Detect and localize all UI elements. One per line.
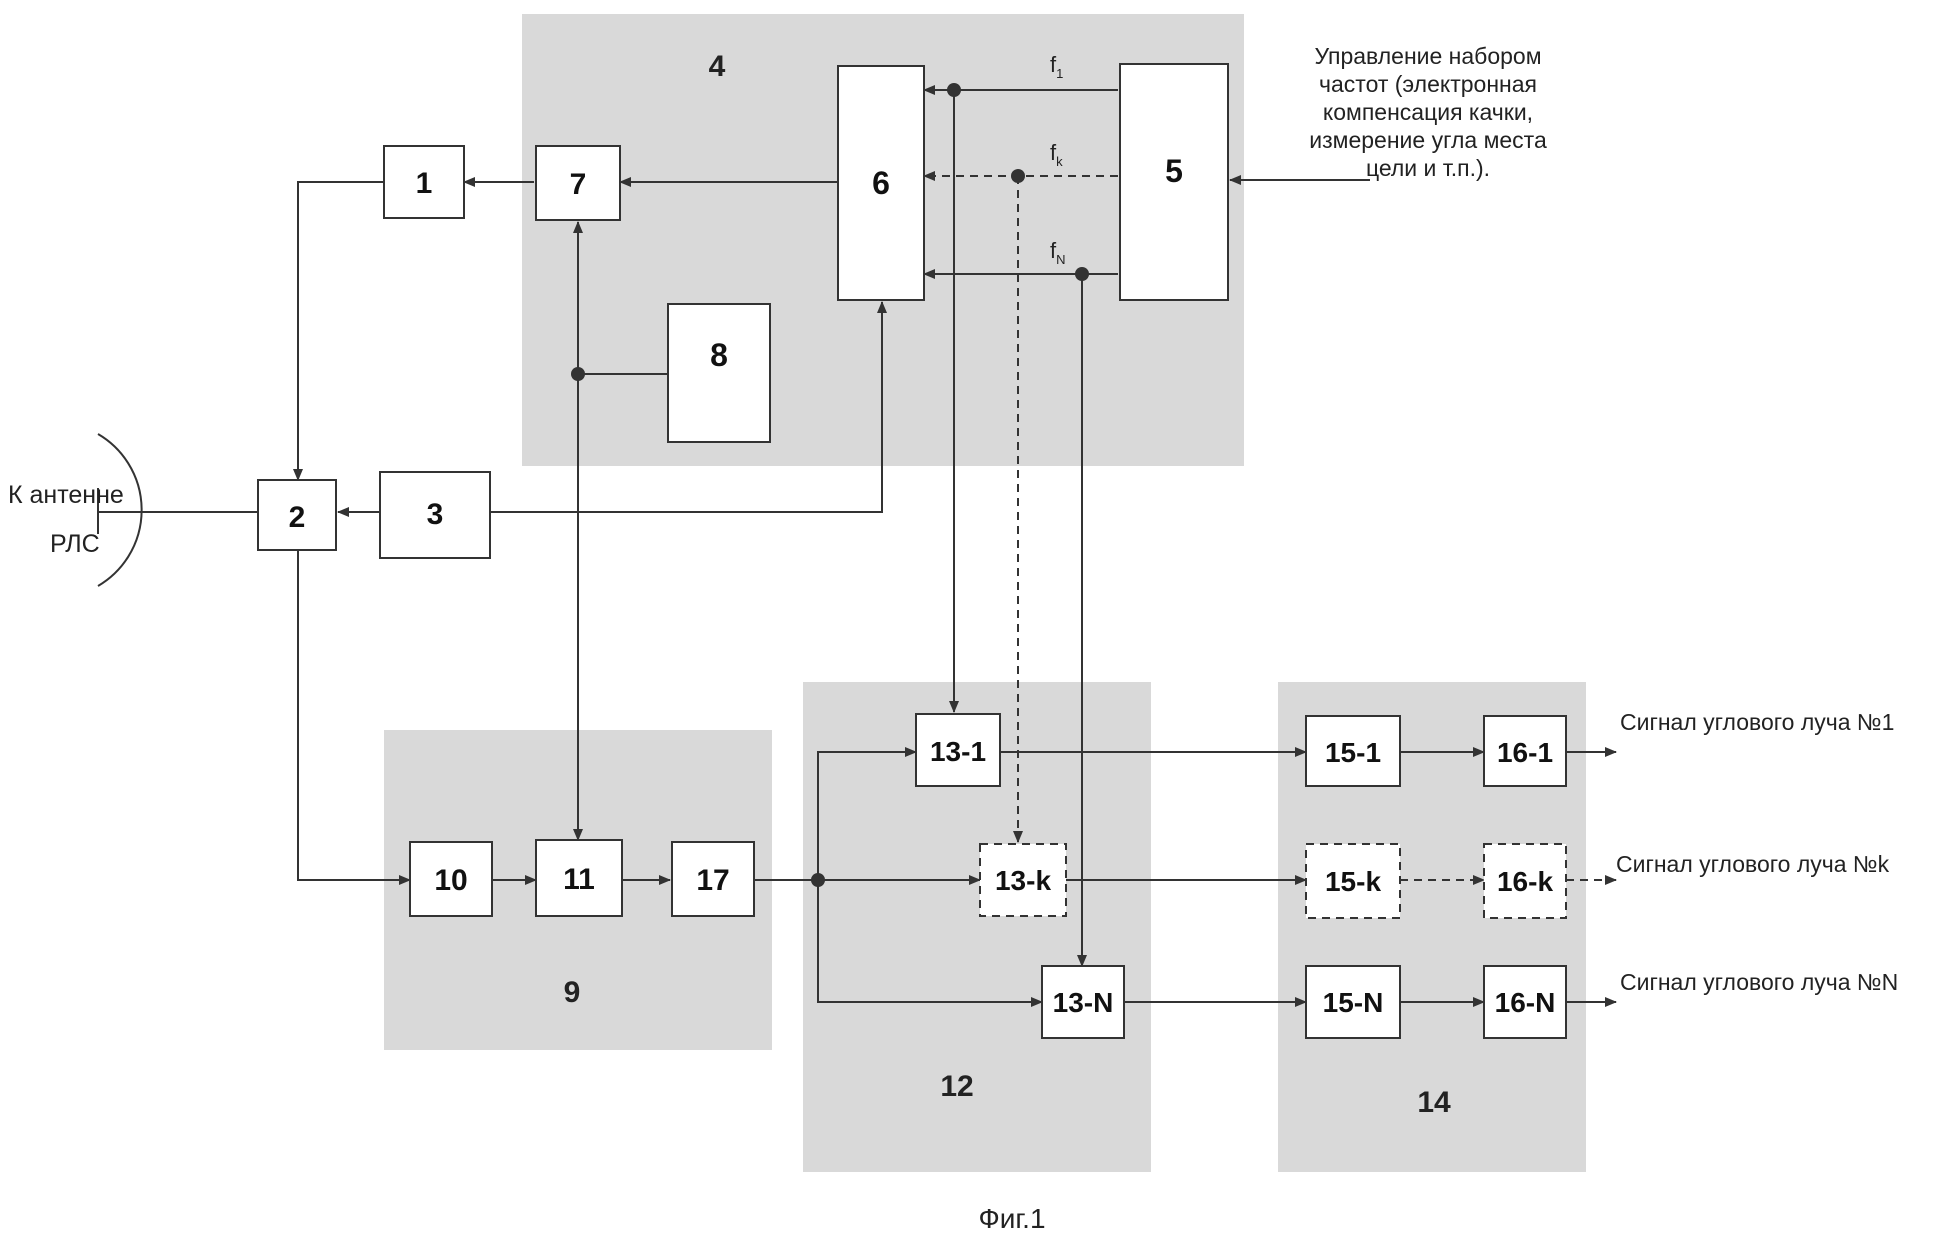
block-16-1-label: 16-1 bbox=[1497, 737, 1553, 768]
antenna-label-line2: РЛС bbox=[50, 530, 100, 558]
junction-dot-f1 bbox=[947, 83, 961, 97]
block-13-1: 13-1 bbox=[916, 714, 1000, 786]
block-17: 17 bbox=[672, 842, 754, 916]
block-13-k-label: 13-k bbox=[995, 865, 1051, 896]
block-5-label: 5 bbox=[1165, 153, 1183, 189]
block-15-N: 15-N bbox=[1306, 966, 1400, 1038]
block-2-label: 2 bbox=[289, 501, 306, 534]
block-15-N-label: 15-N bbox=[1323, 987, 1384, 1018]
block-1: 1 bbox=[384, 146, 464, 218]
block-6-label: 6 bbox=[872, 165, 890, 201]
junction-dot-fk bbox=[1011, 169, 1025, 183]
block-7: 7 bbox=[536, 146, 620, 220]
output-label-N: Сигнал углового луча №N bbox=[1620, 969, 1898, 995]
block-11: 11 bbox=[536, 840, 622, 916]
block-15-k-label: 15-k bbox=[1325, 866, 1381, 897]
block-3-label: 3 bbox=[427, 498, 444, 531]
block-13-N-label: 13-N bbox=[1053, 987, 1114, 1018]
output-label-1: Сигнал углового луча №1 bbox=[1620, 709, 1894, 735]
group-4-label: 4 bbox=[709, 50, 726, 83]
block-2: 2 bbox=[258, 480, 336, 550]
control-note-line-3: компенсация качки, bbox=[1323, 99, 1533, 125]
block-16-N-label: 16-N bbox=[1495, 987, 1556, 1018]
control-note: Управление набором частот (электронная к… bbox=[1309, 43, 1547, 181]
group-12-label: 12 bbox=[940, 1070, 973, 1103]
control-note-line-5: цели и т.п.). bbox=[1366, 155, 1490, 181]
block-15-1-label: 15-1 bbox=[1325, 737, 1381, 768]
block-13-1-label: 13-1 bbox=[930, 736, 986, 767]
block-16-k-label: 16-k bbox=[1497, 866, 1553, 897]
block-10-label: 10 bbox=[434, 864, 467, 897]
block-6: 6 bbox=[838, 66, 924, 300]
block-11-label: 11 bbox=[563, 863, 595, 896]
control-note-line-4: измерение угла места bbox=[1309, 127, 1547, 153]
output-label-k: Сигнал углового луча №k bbox=[1616, 851, 1890, 877]
block-8-label: 8 bbox=[710, 337, 728, 373]
figure-caption: Фиг.1 bbox=[978, 1203, 1045, 1234]
group-9-label: 9 bbox=[564, 976, 581, 1009]
junction-dot-17 bbox=[811, 873, 825, 887]
block-3: 3 bbox=[380, 472, 490, 558]
block-16-N: 16-N bbox=[1484, 966, 1566, 1038]
junction-dot-8 bbox=[571, 367, 585, 381]
block-15-1: 15-1 bbox=[1306, 716, 1400, 786]
block-13-N: 13-N bbox=[1042, 966, 1124, 1038]
block-5: 5 bbox=[1120, 64, 1228, 300]
junction-dot-fN bbox=[1075, 267, 1089, 281]
control-note-line-1: Управление набором bbox=[1314, 43, 1541, 69]
control-note-line-2: частот (электронная bbox=[1319, 71, 1537, 97]
block-13-k: 13-k bbox=[980, 844, 1066, 916]
block-16-k: 16-k bbox=[1484, 844, 1566, 918]
block-10: 10 bbox=[410, 842, 492, 916]
block-17-label: 17 bbox=[696, 864, 729, 897]
block-1-label: 1 bbox=[416, 167, 433, 200]
block-16-1: 16-1 bbox=[1484, 716, 1566, 786]
block-7-label: 7 bbox=[570, 168, 587, 201]
block-8: 8 bbox=[668, 304, 770, 442]
antenna-dish bbox=[98, 434, 142, 586]
group-14-label: 14 bbox=[1417, 1086, 1451, 1119]
antenna-label-line1: К антенне bbox=[8, 481, 124, 509]
block-15-k: 15-k bbox=[1306, 844, 1400, 918]
